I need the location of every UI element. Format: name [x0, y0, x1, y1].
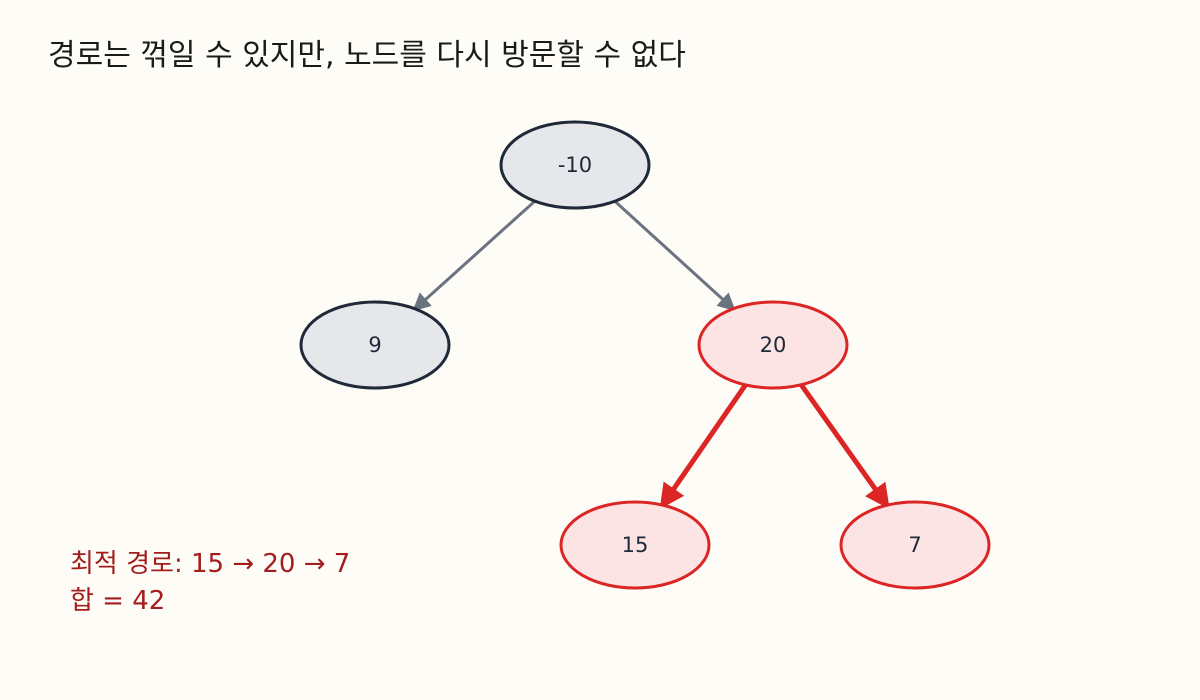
node-shape [299, 300, 451, 390]
node-label: 20 [760, 333, 787, 357]
edge-n-10-n9 [412, 198, 538, 312]
node-label: 7 [908, 533, 921, 557]
node-shape [559, 500, 711, 590]
node-shape [839, 500, 991, 590]
path-sum-note: 합 = 42 [70, 586, 166, 616]
page-title: 경로는 꺾일 수 있지만, 노드를 다시 방문할 수 없다 [48, 38, 686, 73]
tree-node-n-10: -10 [499, 120, 651, 210]
edge-n20-n7 [797, 381, 890, 510]
edge-n-10-n20 [611, 198, 736, 312]
node-shape [499, 120, 651, 210]
tree-node-n9: 9 [299, 300, 451, 390]
tree-node-n7: 7 [839, 500, 991, 590]
optimal-path-note: 최적 경로: 15 → 20 → 7 [70, 549, 351, 579]
node-label: -10 [558, 153, 592, 177]
tree-node-n15: 15 [559, 500, 711, 590]
node-label: 9 [368, 333, 381, 357]
node-shape [697, 300, 849, 390]
tree-node-n20: 20 [697, 300, 849, 390]
node-label: 15 [622, 533, 649, 557]
edge-n20-n15 [659, 381, 749, 510]
